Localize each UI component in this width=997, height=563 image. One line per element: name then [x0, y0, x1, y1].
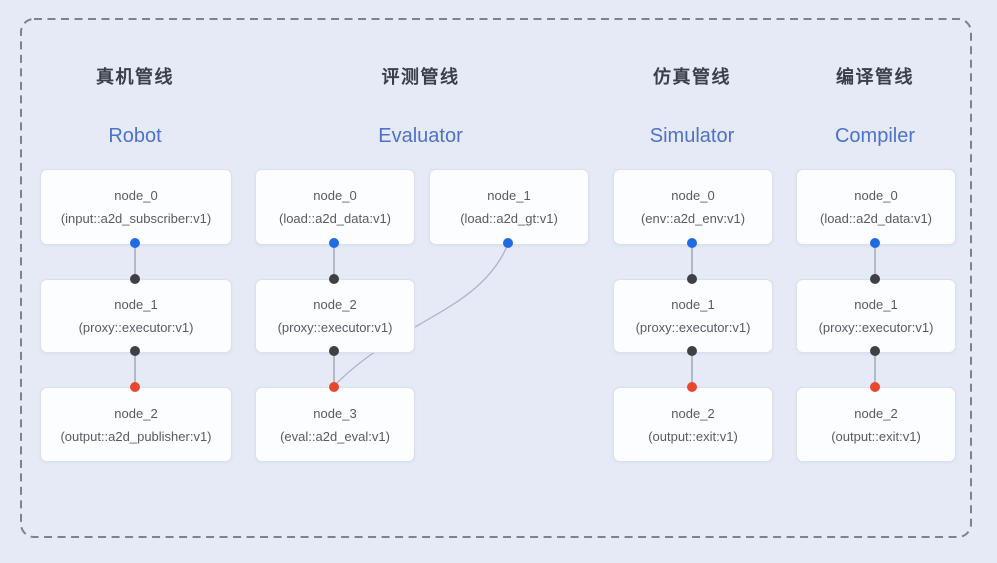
- internal-port-dot: [130, 274, 140, 284]
- node-spec: (proxy::executor:v1): [277, 320, 393, 335]
- node-spec: (eval::a2d_eval:v1): [280, 428, 390, 444]
- vertical-connectors: [134, 243, 876, 387]
- input-port-dot: [687, 238, 697, 248]
- pipeline-title-zh: 评测管线: [381, 67, 460, 87]
- node-name: node_1: [854, 297, 898, 312]
- pipeline-header-compiler: 编译管线 Compiler: [805, 63, 945, 151]
- input-port-dot: [503, 238, 513, 248]
- output-port-dot: [130, 382, 140, 392]
- node-robot-2[interactable]: node_2 (output::a2d_publisher:v1): [40, 387, 232, 462]
- node-robot-0[interactable]: node_0 (input::a2d_subscriber:v1): [40, 169, 232, 245]
- node-name: node_1: [114, 297, 158, 312]
- node-spec: (env::a2d_env:v1): [640, 211, 746, 226]
- node-evaluator-2[interactable]: node_2 (proxy::executor:v1): [255, 279, 415, 353]
- node-name: node_0: [854, 188, 898, 203]
- node-name: node_0: [313, 188, 357, 203]
- node-name: node_2: [671, 405, 715, 421]
- node-spec: (output::a2d_publisher:v1): [60, 428, 212, 444]
- internal-port-dot: [329, 346, 339, 356]
- node-spec: (load::a2d_data:v1): [819, 211, 933, 226]
- internal-port-dot: [130, 346, 140, 356]
- input-port-dot: [870, 238, 880, 248]
- output-port-dot: [870, 382, 880, 392]
- node-evaluator-0[interactable]: node_0 (load::a2d_data:v1): [255, 169, 415, 245]
- node-spec: (proxy::executor:v1): [818, 320, 934, 335]
- node-name: node_0: [114, 188, 158, 203]
- pipeline-title-zh: 真机管线: [96, 67, 174, 87]
- pipeline-title-en: Simulator: [649, 125, 735, 147]
- internal-port-dot: [870, 274, 880, 284]
- node-spec: (proxy::executor:v1): [78, 320, 194, 335]
- node-compiler-2[interactable]: node_2 (output::exit:v1): [796, 387, 956, 462]
- node-spec: (load::a2d_data:v1): [278, 211, 392, 226]
- dashed-frame: [20, 18, 972, 538]
- node-simulator-0[interactable]: node_0 (env::a2d_env:v1): [613, 169, 773, 245]
- node-spec: (proxy::executor:v1): [635, 320, 751, 335]
- node-simulator-1[interactable]: node_1 (proxy::executor:v1): [613, 279, 773, 353]
- pipeline-header-simulator: 仿真管线 Simulator: [622, 63, 762, 151]
- input-port-dot: [329, 238, 339, 248]
- input-port-dot: [130, 238, 140, 248]
- pipeline-header-evaluator: 评测管线 Evaluator: [350, 63, 491, 151]
- node-spec: (output::exit:v1): [831, 428, 921, 444]
- pipeline-title-en: Robot: [108, 125, 162, 147]
- node-compiler-1[interactable]: node_1 (proxy::executor:v1): [796, 279, 956, 353]
- node-compiler-0[interactable]: node_0 (load::a2d_data:v1): [796, 169, 956, 245]
- node-name: node_2: [114, 405, 158, 421]
- node-spec: (input::a2d_subscriber:v1): [60, 211, 212, 226]
- node-evaluator-1[interactable]: node_1 (load::a2d_gt:v1): [429, 169, 589, 245]
- pipeline-title-zh: 仿真管线: [653, 67, 731, 87]
- pipeline-title-en: Compiler: [834, 125, 916, 147]
- node-robot-1[interactable]: node_1 (proxy::executor:v1): [40, 279, 232, 353]
- node-spec: (load::a2d_gt:v1): [460, 211, 558, 226]
- pipeline-title-en: Evaluator: [378, 125, 463, 147]
- internal-port-dot: [687, 274, 697, 284]
- node-name: node_3: [313, 405, 357, 421]
- node-spec: (output::exit:v1): [648, 428, 738, 444]
- output-port-dot: [329, 382, 339, 392]
- pipeline-header-robot: 真机管线 Robot: [65, 63, 205, 151]
- node-name: node_0: [671, 188, 715, 203]
- node-name: node_1: [487, 188, 531, 203]
- node-name: node_2: [313, 297, 357, 312]
- node-simulator-2[interactable]: node_2 (output::exit:v1): [613, 387, 773, 462]
- output-port-dot: [687, 382, 697, 392]
- internal-port-dot: [870, 346, 880, 356]
- node-name: node_1: [671, 297, 715, 312]
- internal-port-dot: [687, 346, 697, 356]
- internal-port-dot: [329, 274, 339, 284]
- gt-to-eval-curve: [333, 243, 509, 387]
- node-evaluator-3[interactable]: node_3 (eval::a2d_eval:v1): [255, 387, 415, 462]
- pipeline-title-zh: 编译管线: [836, 67, 914, 87]
- node-name: node_2: [854, 405, 898, 421]
